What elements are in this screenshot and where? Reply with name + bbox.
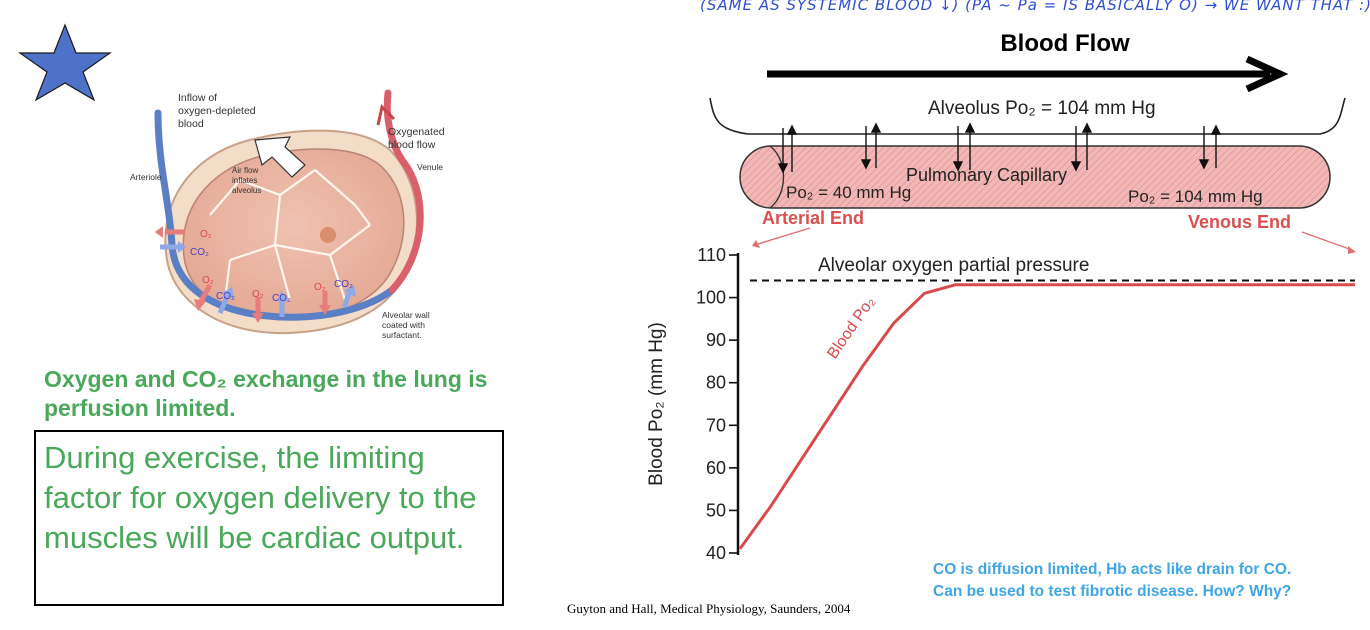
pulmonary-capillary	[739, 145, 1331, 209]
co-note-line: Can be used to test fibrotic disease. Ho…	[933, 583, 1292, 600]
svg-text:O₂: O₂	[314, 282, 326, 293]
y-tick-label: 90	[706, 330, 726, 350]
venous-pointer	[1301, 231, 1353, 251]
capillary-label: Pulmonary Capillary	[906, 165, 1067, 185]
blood-po2-series-line	[738, 283, 1355, 550]
arterial-po2-label: Po₂ = 40 mm Hg	[786, 183, 911, 202]
co-note: CO is diffusion limited, Hb acts like dr…	[933, 559, 1363, 603]
venule-label: Venule	[417, 162, 443, 172]
exercise-text: During exercise, the limiting factor for…	[44, 440, 477, 555]
outflow-arrow-icon	[376, 104, 396, 126]
y-tick-label: 60	[706, 458, 726, 478]
venule-vessel	[383, 89, 424, 294]
svg-text:CO₂: CO₂	[216, 291, 235, 302]
gas-exchange-arrows	[155, 226, 356, 323]
arteriole-vessel	[154, 109, 396, 321]
blood-flow-title: Blood Flow	[1000, 30, 1130, 57]
svg-text:CO₂: CO₂	[334, 279, 353, 290]
blood-flow-arrow-icon	[767, 56, 1289, 92]
arteriole-label: Arteriole	[130, 172, 162, 182]
co-note-line: CO is diffusion limited, Hb acts like dr…	[933, 561, 1292, 578]
alveolus-diagram: Inflow of oxygen-depleted blood Oxygenat…	[130, 89, 448, 340]
svg-text:O₂: O₂	[200, 229, 212, 240]
arterial-pointer	[757, 227, 811, 245]
y-tick-label: 110	[697, 245, 726, 265]
citation: Guyton and Hall, Medical Physiology, Sau…	[567, 601, 851, 616]
blood-po2-series-label: Blood Po₂	[824, 294, 878, 362]
y-axis-label: Blood Po₂ (mm Hg)	[646, 322, 667, 486]
oxygenated-label: Oxygenated blood flow	[388, 126, 448, 151]
wall-label: Alveolar wall coated with surfactant.	[382, 310, 432, 340]
y-tick-label: 80	[706, 373, 726, 393]
y-axis-ticks: 40 50 60 70 80 90 100 110	[696, 245, 738, 563]
venous-end-label: Venous End	[1188, 212, 1291, 232]
handwritten-annotation: (SAME AS SYSTEMIC BLOOD ↓) (PA ~ Pa = IS…	[700, 0, 1370, 14]
y-tick-label: 40	[706, 543, 726, 563]
venous-po2-label: Po₂ = 104 mm Hg	[1128, 187, 1263, 206]
cell-nucleus	[320, 227, 336, 243]
y-tick-label: 50	[706, 500, 726, 520]
svg-text:CO₂: CO₂	[190, 247, 209, 258]
alveolar-pressure-label: Alveolar oxygen partial pressure	[818, 255, 1089, 276]
exchange-arrows	[777, 122, 1222, 174]
perfusion-statement: Oxygen and CO₂ exchange in the lung is p…	[44, 366, 488, 421]
airflow-label: Air flow inflates alveolus	[232, 166, 261, 195]
star-icon	[18, 23, 112, 102]
arterial-end-label: Arterial End	[762, 208, 864, 228]
alveolus-outline	[709, 97, 1346, 135]
alveolus-po2-label: Alveolus Po₂ = 104 mm Hg	[928, 98, 1156, 119]
inflow-label: Inflow of oxygen-depleted blood	[178, 92, 259, 130]
svg-text:O₂: O₂	[202, 275, 214, 286]
airflow-arrow-icon	[254, 136, 306, 178]
capillary-diagram: Alveolus Po₂ = 104 mm Hg Pulmonary Capil…	[709, 97, 1356, 254]
blood-po2-chart: 40 50 60 70 80 90 100 110 Alveolar oxygen parti…	[646, 245, 1355, 563]
svg-text:O₂: O₂	[252, 289, 264, 300]
gas-labels: O₂ CO₂ O₂ CO₂ O₂ CO₂ O₂ CO₂	[190, 229, 353, 304]
y-tick-label: 70	[706, 415, 726, 435]
y-tick-label: 100	[696, 288, 726, 308]
svg-text:CO₂: CO₂	[272, 293, 291, 304]
exercise-box: During exercise, the limiting factor for…	[34, 430, 504, 606]
